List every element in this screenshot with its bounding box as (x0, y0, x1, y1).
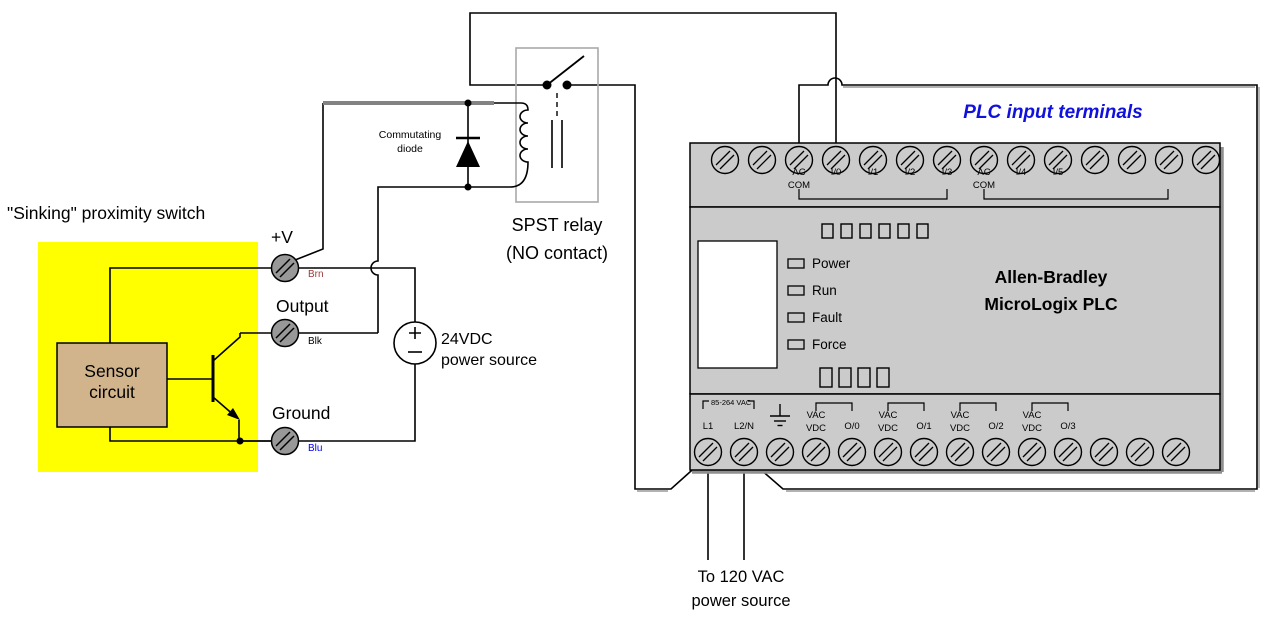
plc-main-body (689, 206, 1221, 395)
led-label-power: Power (812, 256, 851, 271)
top-term-i5: I/5 (1052, 167, 1064, 178)
bot-term-l2n: L2/N (733, 421, 755, 432)
switch-terminals (270, 253, 300, 456)
terminal-output-label: Output (276, 296, 329, 316)
led-label-run: Run (812, 283, 837, 298)
earth-ground-icon (770, 404, 790, 427)
bot-term-o2: O/2 (988, 421, 1004, 432)
circuit-wires (240, 12, 1258, 560)
relay-contact-right (562, 80, 572, 90)
dc-source-label: 24VDC power source (441, 331, 538, 369)
terminal-vplus-label: +V (271, 227, 293, 247)
led-fault (787, 312, 805, 323)
terminal-ground (270, 426, 300, 456)
spst-relay-label: SPST relay (NO contact) (505, 215, 609, 263)
bot-term-l1: L1 (702, 421, 714, 432)
plus-sign (409, 327, 421, 339)
bot-term-vacvdc2: VAC VDC (877, 410, 899, 434)
bot-term-vacvdc3: VAC VDC (949, 410, 971, 434)
top-term-i1: I/1 (867, 167, 879, 178)
top-term-i0: I/0 (830, 167, 842, 178)
diode-triangle (456, 141, 480, 167)
relay-to-l1-wire (567, 84, 701, 490)
plc-vents (819, 223, 929, 388)
brn-wire (285, 267, 416, 322)
led-force (787, 339, 805, 350)
sensor-circuit-box (56, 342, 168, 428)
plc-top-terminals (710, 145, 1221, 175)
accom-to-l2n-wire (751, 77, 1258, 490)
emitter-arrow (227, 408, 240, 420)
terminal-output (270, 318, 300, 348)
switch-internal-wires (109, 267, 378, 442)
wire-color-brn: Brn (308, 269, 324, 280)
top-term-i2: I/2 (904, 167, 916, 178)
status-led-rects (787, 258, 805, 350)
top-term-i3: I/3 (941, 167, 953, 178)
top-term-accom2: AC COM (972, 167, 996, 191)
ac-source-label: To 120 VAC power source (691, 568, 791, 610)
wire-color-blu: Blu (308, 443, 323, 454)
wire-color-blk: Blk (308, 336, 322, 347)
bot-term-o1: O/1 (916, 421, 932, 432)
plc-door-panel (697, 240, 778, 369)
terminal-ground-label: Ground (272, 403, 331, 423)
brand-line2: MicroLogix PLC (984, 294, 1118, 314)
bot-term-o0: O/0 (844, 421, 860, 432)
bot-term-vacvdc4: VAC VDC (1021, 410, 1043, 434)
bot-term-o3: O/3 (1060, 421, 1076, 432)
terminal-vplus (270, 253, 300, 283)
relay-contact-left (542, 80, 552, 90)
relay-blade (546, 55, 585, 86)
relay-box (515, 47, 599, 203)
top-term-accom1: AC COM (787, 167, 811, 191)
relay-coil (468, 102, 529, 188)
led-label-force: Force (812, 337, 847, 352)
plc-unit (689, 142, 1224, 474)
power-rating-label: 85-264 VAC (711, 398, 752, 407)
vplus-wire (289, 103, 324, 263)
relay-to-i0-wire (469, 12, 837, 160)
dc-source-symbol (393, 321, 437, 365)
plc-title: PLC input terminals (963, 102, 1143, 123)
relay-armature (551, 120, 563, 168)
led-power (787, 258, 805, 269)
top-term-i4: I/4 (1015, 167, 1027, 178)
npn-transistor (211, 355, 240, 420)
spst-relay (468, 47, 599, 203)
terminal-group-brackets (702, 189, 1169, 411)
bot-term-vacvdc1: VAC VDC (805, 410, 827, 434)
plc-bottom-terminals (693, 437, 1191, 467)
coil-to-output-wire (370, 186, 468, 333)
wire-shadows (637, 86, 1260, 492)
proximity-switch-label: "Sinking" proximity switch (7, 203, 206, 223)
brand-line1: Allen-Bradley (994, 267, 1108, 287)
led-label-fault: Fault (812, 310, 843, 325)
commutating-diode-label: Commutating diode (378, 129, 442, 155)
sensor-circuit-label: Sensor circuit (84, 361, 140, 402)
led-run (787, 285, 805, 296)
